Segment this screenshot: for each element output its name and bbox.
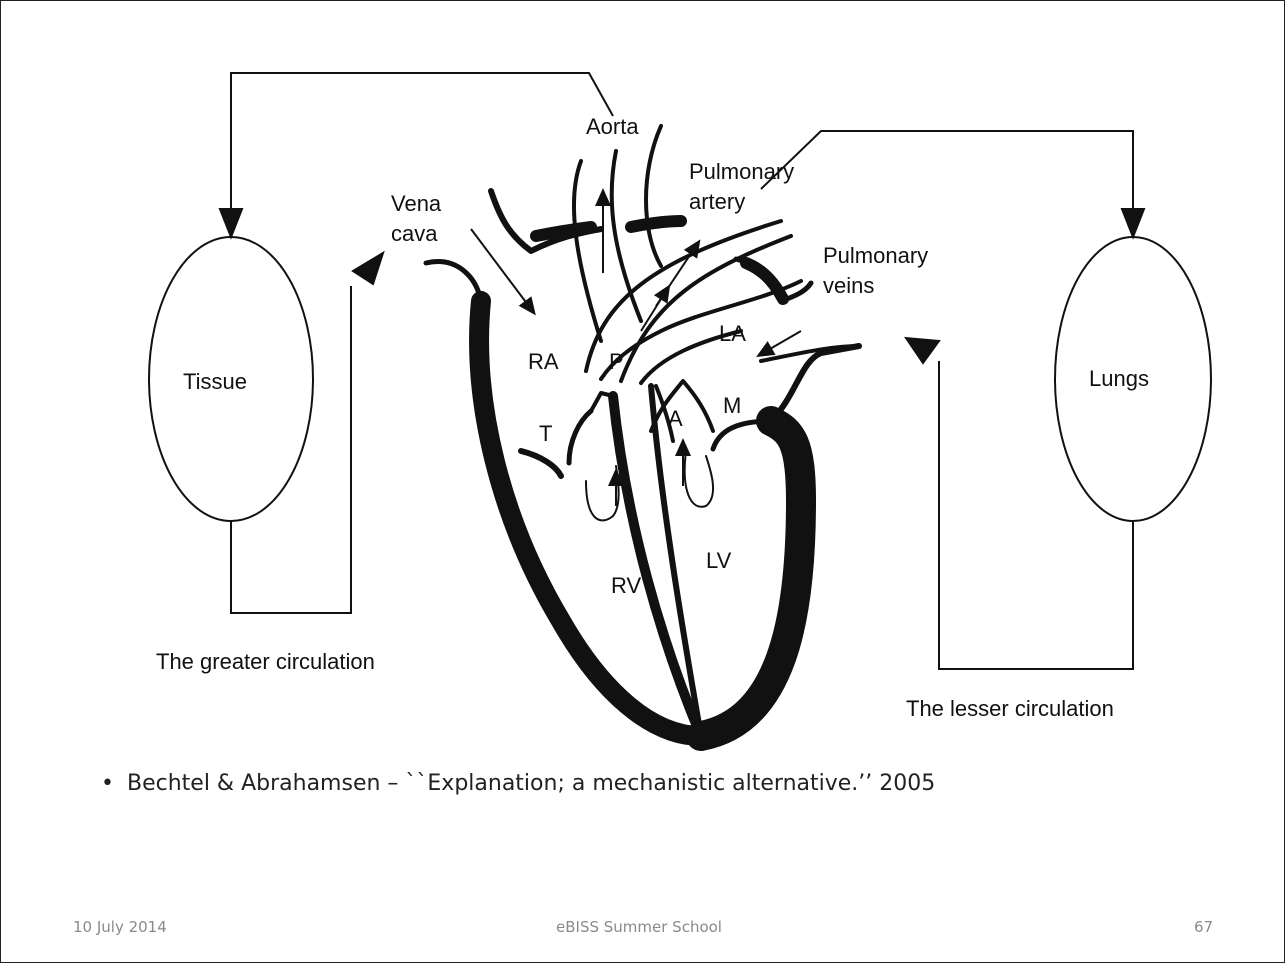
greater-circulation-loop [220, 73, 613, 613]
citation-text: Bechtel & Abrahamsen – ``Explanation; a … [127, 771, 935, 796]
label-ra: RA [528, 349, 559, 374]
bullet-symbol: • [101, 771, 127, 796]
label-pulmonary-veins-2: veins [823, 273, 874, 298]
label-la: LA [719, 321, 746, 346]
label-lesser-circulation: The lesser circulation [906, 696, 1114, 721]
label-greater-circulation: The greater circulation [156, 649, 375, 674]
label-rv: RV [611, 573, 641, 598]
footer-title: eBISS Summer School [556, 918, 722, 936]
label-lv: LV [706, 548, 732, 573]
footer-page-number: 67 [1194, 918, 1213, 936]
label-aorta: Aorta [586, 114, 639, 139]
label-p: P [609, 349, 624, 374]
label-m: M [723, 393, 741, 418]
label-vena-cava-1: Vena [391, 191, 442, 216]
label-pulmonary-artery-2: artery [689, 189, 745, 214]
label-tissue: Tissue [183, 369, 247, 394]
lesser-circulation-loop [761, 131, 1144, 669]
footer-date: 10 July 2014 [73, 918, 167, 936]
label-lungs: Lungs [1089, 366, 1149, 391]
label-t: T [539, 421, 552, 446]
label-vena-cava-2: cava [391, 221, 438, 246]
label-pulmonary-veins-1: Pulmonary [823, 243, 928, 268]
label-a: A [668, 406, 683, 431]
citation-bullet: • Bechtel & Abrahamsen – ``Explanation; … [101, 771, 1201, 796]
label-pulmonary-artery-1: Pulmonary [689, 159, 794, 184]
heart [426, 126, 859, 736]
